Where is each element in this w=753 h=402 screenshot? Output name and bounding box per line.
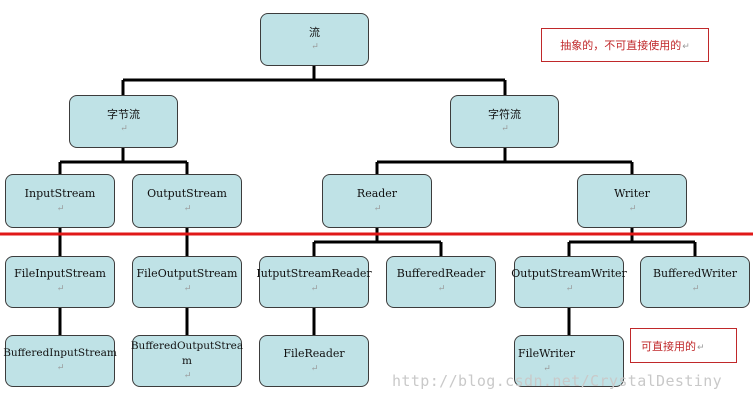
paragraph-mark: ↵ xyxy=(697,342,705,353)
paragraph-mark: ↵ xyxy=(56,363,65,374)
paragraph-mark: ↵ xyxy=(373,203,382,214)
node-file-reader-label: FileReader xyxy=(283,347,345,360)
node-writer: Writer ↵ xyxy=(577,174,687,228)
paragraph-mark: ↵ xyxy=(565,283,574,294)
node-buffered-output-stream-label-line2: m xyxy=(182,355,192,368)
node-buffered-output-stream: BufferedOutputStrea m ↵ xyxy=(130,335,244,387)
paragraph-mark: ↵ xyxy=(183,283,192,294)
paragraph-mark: ↵ xyxy=(437,283,446,294)
node-writer-label: Writer xyxy=(614,187,650,200)
node-buffered-writer: BufferedWriter ↵ xyxy=(640,256,750,308)
node-byte-stream-label: 字节流 xyxy=(107,107,140,121)
node-input-stream-reader: IutputStreamReader ↵ xyxy=(256,256,372,308)
node-buffered-writer-label: BufferedWriter xyxy=(652,267,738,280)
node-reader-label: Reader xyxy=(356,187,398,200)
node-buffered-output-stream-label-line1: BufferedOutputStrea xyxy=(130,339,244,352)
node-output-stream-writer: OutputStreamWriter ↵ xyxy=(511,256,627,308)
paragraph-mark: ↵ xyxy=(183,371,192,381)
node-file-reader: FileReader ↵ xyxy=(259,335,369,387)
node-input-stream: InputStream ↵ xyxy=(5,174,115,228)
node-file-writer: FileWriter ↵ xyxy=(514,335,624,387)
paragraph-mark: ↵ xyxy=(310,283,319,294)
node-file-input-stream: FileInputStream ↵ xyxy=(5,256,115,308)
node-buffered-input-stream-label: BufferedInputStream xyxy=(3,347,117,360)
watermark: http://blog.csdn.net/CrystalDestiny xyxy=(392,372,723,390)
node-reader: Reader ↵ xyxy=(322,174,432,228)
node-stream: 流↵ xyxy=(260,13,369,66)
paragraph-mark: ↵ xyxy=(311,42,319,52)
node-file-output-stream: FileOutputStream ↵ xyxy=(132,256,242,308)
node-char-stream: 字符流 ↵ xyxy=(450,95,559,148)
paragraph-mark: ↵ xyxy=(682,42,690,52)
paragraph-mark: ↵ xyxy=(691,283,700,294)
abstract-note: 抽象的，不可直接使用的↵ xyxy=(541,28,709,62)
node-input-stream-reader-label: IutputStreamReader xyxy=(256,267,372,280)
node-output-stream-writer-label: OutputStreamWriter xyxy=(511,267,627,280)
node-buffered-reader: BufferedReader ↵ xyxy=(386,256,496,308)
node-input-stream-label: InputStream xyxy=(24,187,96,200)
abstract-note-text: 抽象的，不可直接使用的 xyxy=(560,39,682,52)
node-byte-stream: 字节流 ↵ xyxy=(69,95,178,148)
node-stream-label: 流 xyxy=(309,25,320,39)
paragraph-mark: ↵ xyxy=(310,363,319,374)
node-char-stream-label: 字符流 xyxy=(488,107,521,121)
paragraph-mark: ↵ xyxy=(120,124,128,134)
node-output-stream-label: OutputStream xyxy=(147,187,227,200)
paragraph-mark: ↵ xyxy=(56,203,65,214)
paragraph-mark: ↵ xyxy=(183,203,192,214)
concrete-note: 可直接用的↵ xyxy=(630,328,737,363)
node-file-output-stream-label: FileOutputStream xyxy=(136,267,238,280)
node-buffered-input-stream: BufferedInputStream ↵ xyxy=(3,335,117,387)
node-buffered-reader-label: BufferedReader xyxy=(396,267,486,280)
node-file-writer-label: FileWriter xyxy=(518,347,575,360)
concrete-note-text: 可直接用的 xyxy=(641,339,696,353)
paragraph-mark: ↵ xyxy=(56,283,65,294)
paragraph-mark: ↵ xyxy=(628,203,637,214)
node-file-input-stream-label: FileInputStream xyxy=(14,267,106,280)
paragraph-mark: ↵ xyxy=(501,124,509,134)
node-output-stream: OutputStream ↵ xyxy=(132,174,242,228)
paragraph-mark: ↵ xyxy=(543,363,551,374)
